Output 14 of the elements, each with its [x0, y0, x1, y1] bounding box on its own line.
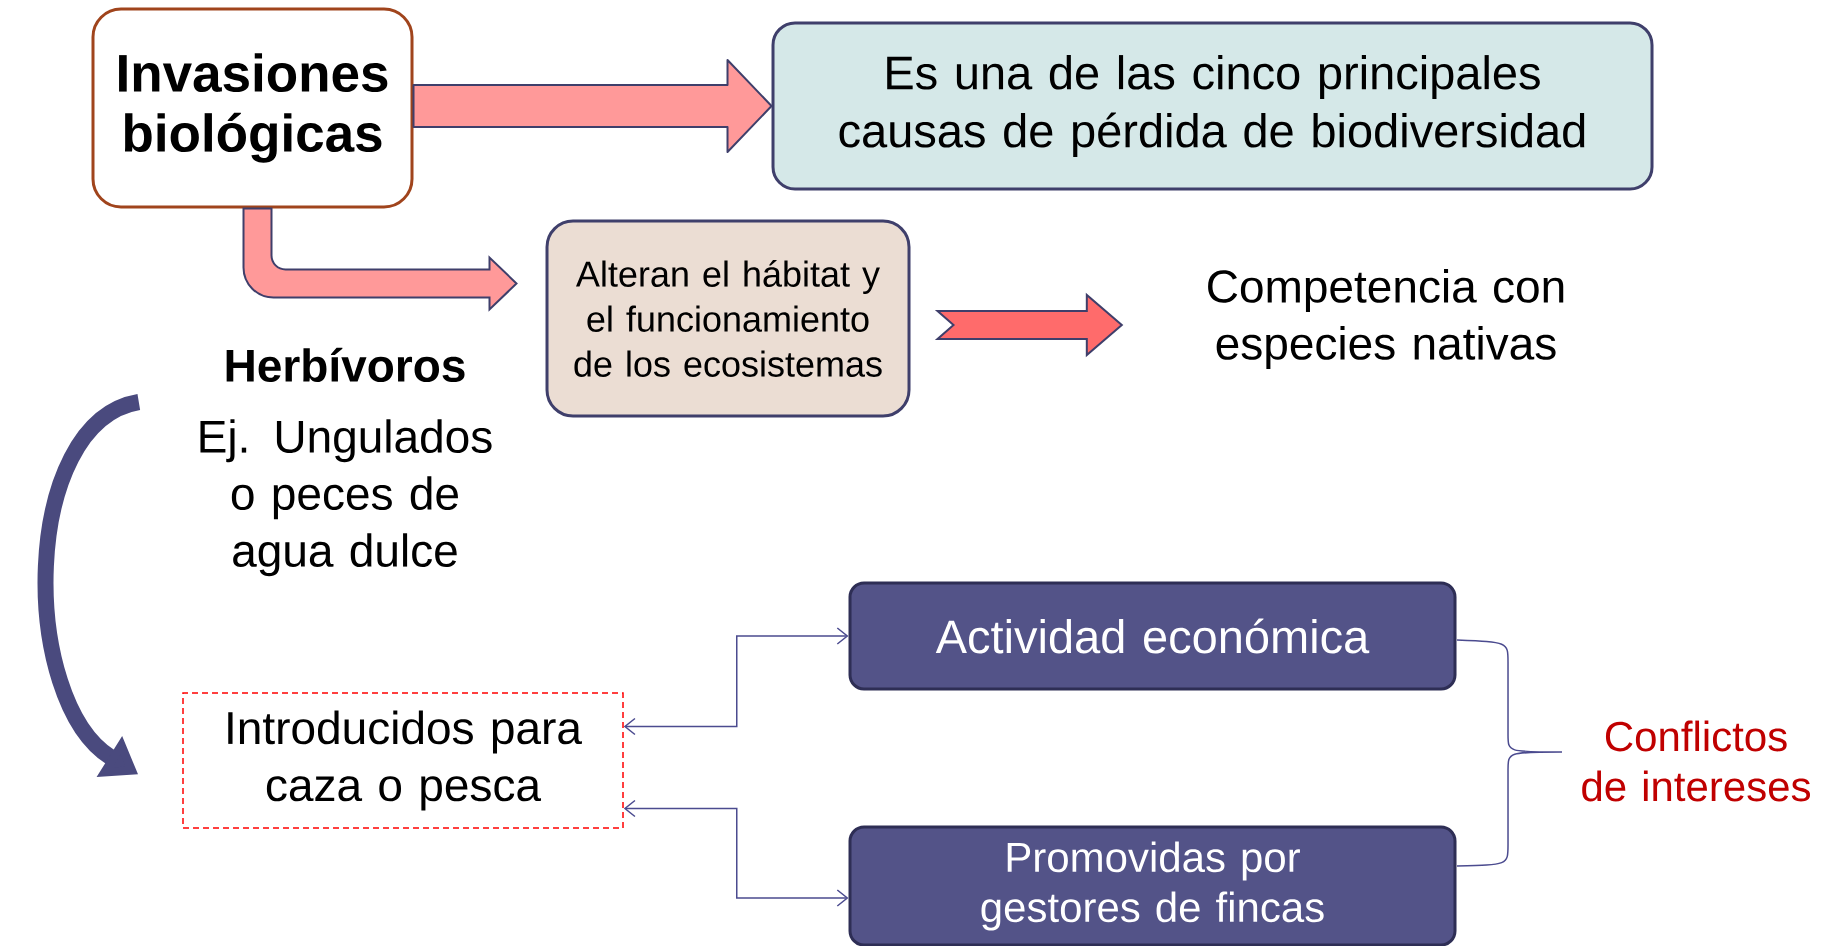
double-arrow [623, 627, 849, 736]
rounded-box: Invasiones biológicas [91, 7, 414, 209]
bent-block-arrow [242, 207, 518, 311]
label-text: Herbívoros Ej. Ungulados o peces de agua dulce [200, 347, 492, 577]
rounded-box: Actividad económica [848, 581, 1457, 691]
rounded-box: Alteran el hábitat y el funcionamiento de los ecosistemas [545, 219, 911, 418]
label-text: Conflictos de intereses [1582, 720, 1810, 802]
double-arrow [623, 799, 849, 907]
label-text: Competencia con especies nativas [1208, 269, 1564, 369]
block-arrow [412, 59, 773, 153]
rounded-box: Es una de las cinco principales causas de pérdida de biodiversidad [771, 21, 1654, 191]
block-arrow [934, 292, 1124, 358]
rounded-box: Promovidas por gestores de fincas [848, 825, 1457, 946]
dashed-box: Introducidos para caza o pesca [182, 692, 624, 829]
